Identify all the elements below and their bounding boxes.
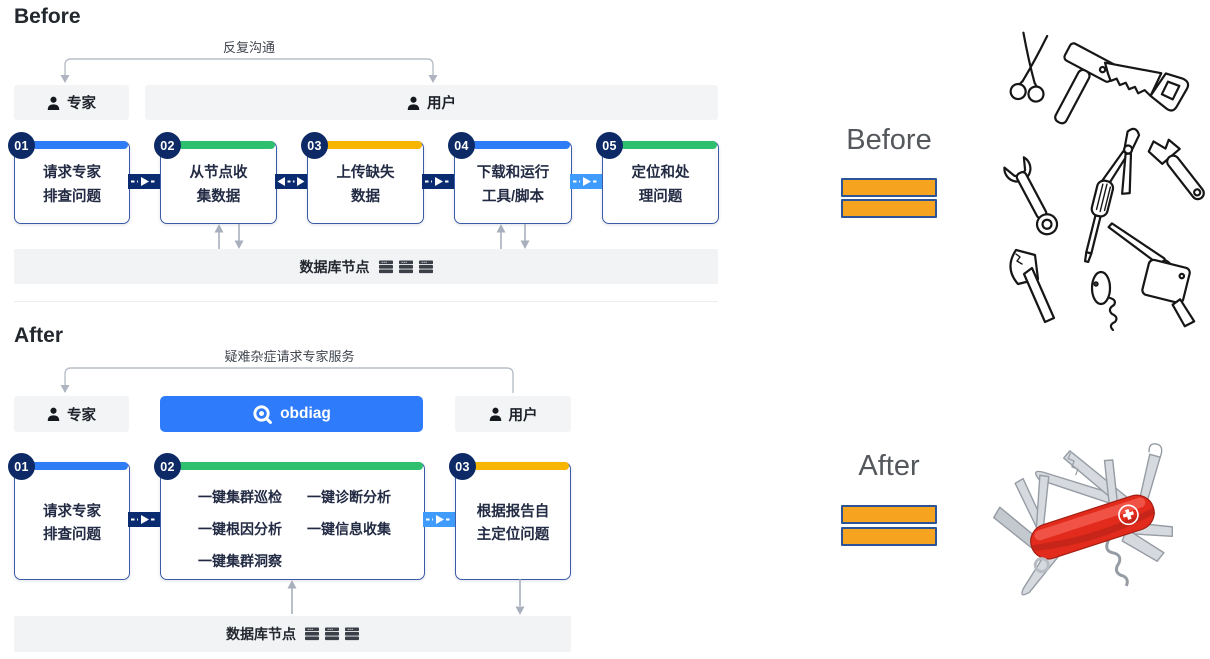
expert-label: 专家: [67, 96, 96, 112]
arrow-up-icon: [496, 224, 506, 249]
person-icon: [47, 96, 60, 110]
expert-box: 专家: [14, 396, 129, 432]
arrow-down-icon: [520, 224, 530, 249]
user-label: 用户: [427, 96, 456, 112]
step-number-badge: 05: [596, 132, 623, 159]
step-number-badge: 02: [154, 453, 181, 480]
right-after-label: After: [858, 450, 920, 482]
card-accent-bar: [620, 141, 717, 149]
connector-arrow-right-icon: [128, 512, 160, 527]
server-icon: [325, 627, 339, 641]
expert-label: 专家: [67, 407, 96, 424]
person-icon: [489, 407, 501, 421]
database-nodes-label: 数据库节点: [226, 626, 296, 642]
right-before-label: Before: [846, 124, 932, 156]
step-card-1: 01 请求专家排查问题: [8, 453, 130, 580]
card-accent-bar: [32, 141, 128, 149]
orange-bar: [841, 178, 937, 197]
step-card-text: 请求专家排查问题: [43, 165, 101, 205]
step-card-1: 01 请求专家排查问题: [8, 132, 130, 224]
expert-box: 专家: [14, 85, 129, 120]
database-nodes-bar: 数据库节点: [14, 249, 718, 284]
step-number-badge: 03: [449, 453, 476, 480]
connector-arrow-right-icon: [423, 512, 455, 527]
step-card-text: 根据报告自主定位问题: [476, 503, 550, 543]
card-accent-bar: [325, 141, 422, 149]
server-icons-group: [378, 260, 433, 274]
server-icons-group: [305, 627, 359, 641]
orange-bar: [841, 527, 937, 546]
step-card-text: 下载和运行工具/脚本: [476, 165, 550, 205]
user-box: 用户: [145, 85, 718, 120]
connector-arrow-right-icon: [128, 174, 160, 189]
database-nodes-bar: 数据库节点: [14, 616, 571, 652]
server-icon: [305, 627, 319, 641]
after-communication-bracket-arrow: [60, 367, 514, 393]
card-accent-bar: [473, 462, 569, 470]
obdiag-features-list: 一键集群巡检一键诊断分析 一键根因分析一键信息收集 一键集群洞察: [198, 487, 416, 571]
after-communication-label: 疑难杂症请求专家服务: [224, 349, 355, 364]
server-icon: [398, 260, 413, 273]
step-number-badge: 03: [301, 132, 328, 159]
swiss-army-knife-image: [993, 443, 1174, 596]
step-card-3: 03 上传缺失数据: [301, 132, 424, 224]
step-number-badge: 04: [448, 132, 475, 159]
arrow-up-icon: [214, 224, 224, 249]
step-card-2: 02 从节点收集数据: [154, 132, 277, 224]
database-nodes-label: 数据库节点: [299, 258, 370, 275]
step-card-text: 上传缺失数据: [336, 165, 395, 205]
after-heading: After: [14, 324, 64, 347]
connector-arrow-both-icon: [275, 174, 307, 189]
feature-row: 一键集群巡检一键诊断分析: [198, 489, 391, 505]
before-communication-bracket-arrow: [60, 58, 438, 83]
server-icon: [418, 260, 433, 273]
user-box: 用户: [455, 396, 571, 432]
step-card-5: 05 定位和处理问题: [596, 132, 719, 224]
orange-bar: [841, 505, 937, 524]
obdiag-box: obdiag: [160, 396, 423, 432]
feature-row: 一键根因分析一键信息收集: [198, 521, 391, 537]
before-heading: Before: [14, 5, 81, 28]
card-accent-bar: [32, 462, 128, 470]
arrow-down-icon: [234, 224, 244, 249]
person-icon: [47, 407, 60, 421]
connector-arrow-right-icon: [570, 174, 602, 189]
step-card-3: 03 根据报告自主定位问题: [449, 453, 571, 580]
user-label: 用户: [508, 407, 538, 424]
card-accent-bar: [178, 141, 275, 149]
step-number-badge: 02: [154, 132, 181, 159]
feature-row: 一键集群洞察: [198, 553, 282, 569]
obdiag-label: obdiag: [280, 405, 331, 422]
step-card-4: 04 下载和运行工具/脚本: [448, 132, 572, 224]
before-communication-label: 反复沟通: [222, 40, 275, 55]
step-card-text: 定位和处理问题: [631, 165, 690, 205]
connector-arrow-right-icon: [422, 174, 454, 189]
server-icon: [345, 627, 359, 641]
step-number-badge: 01: [8, 453, 35, 480]
step-card-2: 02 一键集群巡检一键诊断分析 一键根因分析一键信息收集 一键集群洞察: [154, 453, 425, 580]
arrow-down-icon: [515, 579, 525, 615]
person-icon: [407, 96, 420, 110]
arrow-up-icon: [287, 580, 297, 614]
server-icon: [378, 260, 393, 273]
orange-bar: [841, 199, 937, 218]
tools-illustration: [1003, 31, 1205, 332]
step-number-badge: 01: [8, 132, 35, 159]
card-accent-bar: [472, 141, 570, 149]
step-card-text: 从节点收集数据: [189, 165, 248, 205]
section-divider: [14, 301, 718, 302]
card-accent-bar: [178, 462, 423, 470]
step-card-text: 请求专家排查问题: [43, 503, 101, 543]
obdiag-logo-icon: [253, 404, 273, 424]
